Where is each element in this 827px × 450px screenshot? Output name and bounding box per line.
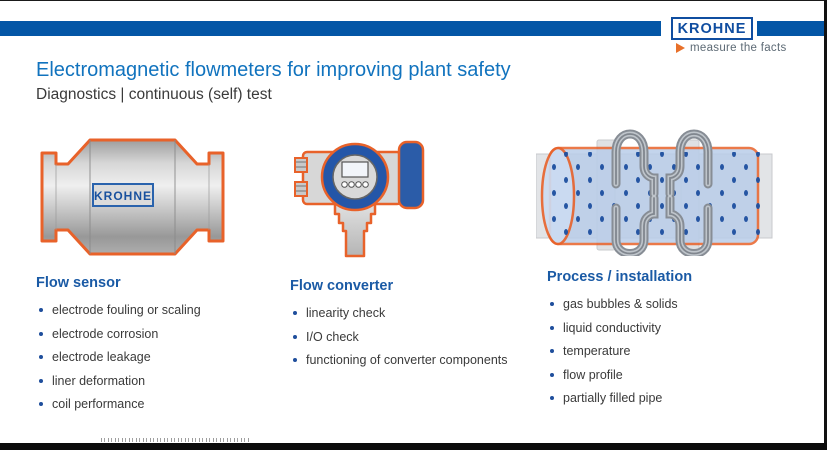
footer-clipped-text: [101, 438, 251, 442]
bullet-item: liquid conductivity: [547, 321, 787, 335]
converter-buttons: [341, 181, 369, 188]
column-flow-sensor: Flow sensor electrode fouling or scaling…: [36, 275, 271, 422]
bullet-item: electrode fouling or scaling: [36, 304, 271, 317]
column-heading: Flow converter: [290, 278, 394, 294]
bullet-item: partially filled pipe: [547, 392, 787, 405]
krohne-logo: KROHNE: [671, 17, 753, 40]
flow-sensor-illustration: KROHNE: [40, 138, 225, 256]
bullet-item: electrode corrosion: [36, 327, 271, 341]
sensor-nameplate-text: KROHNE: [94, 189, 152, 203]
bullet-item: liner deformation: [36, 374, 271, 388]
converter-display-screen: [341, 161, 369, 178]
process-pipe-illustration: [536, 129, 773, 256]
krohne-logo-text: KROHNE: [677, 20, 747, 37]
bullet-list: electrode fouling or scaling electrode c…: [36, 304, 271, 411]
magnet-coils: [611, 129, 713, 256]
bullet-item: functioning of converter components: [290, 354, 535, 367]
bullet-item: temperature: [547, 345, 787, 358]
brand-tagline: measure the facts: [676, 42, 787, 54]
cable-gland-top: [294, 157, 308, 173]
frame-right: [824, 0, 827, 450]
bullet-item: flow profile: [547, 368, 787, 382]
page-title: Electromagnetic flowmeters for improving…: [36, 59, 511, 81]
bullet-item: I/O check: [290, 330, 535, 344]
frame-top: [0, 0, 827, 1]
converter-cover: [397, 140, 425, 210]
bullet-list: gas bubbles & solids liquid conductivity…: [547, 298, 787, 405]
flow-converter-illustration: [294, 140, 425, 258]
converter-neck: [333, 200, 377, 258]
header-bar-right: [757, 21, 824, 36]
column-heading: Process / installation: [547, 269, 693, 285]
bullet-item: coil performance: [36, 398, 271, 411]
column-flow-converter: Flow converter linearity check I/O check…: [290, 278, 535, 378]
tagline-arrow-icon: [676, 43, 685, 53]
header-bar-left: [0, 21, 661, 36]
cable-gland-bottom: [294, 181, 308, 197]
sensor-nameplate: [92, 183, 154, 207]
bullet-list: linearity check I/O check functioning of…: [290, 307, 535, 367]
bullet-item: linearity check: [290, 307, 535, 320]
bullet-item: gas bubbles & solids: [547, 298, 787, 311]
frame-bottom: [0, 443, 827, 450]
column-process-installation: Process / installation gas bubbles & sol…: [547, 269, 787, 416]
tagline-text: measure the facts: [690, 42, 787, 54]
column-heading: Flow sensor: [36, 275, 121, 291]
bullet-item: electrode leakage: [36, 351, 271, 364]
page-subtitle: Diagnostics | continuous (self) test: [36, 86, 272, 103]
